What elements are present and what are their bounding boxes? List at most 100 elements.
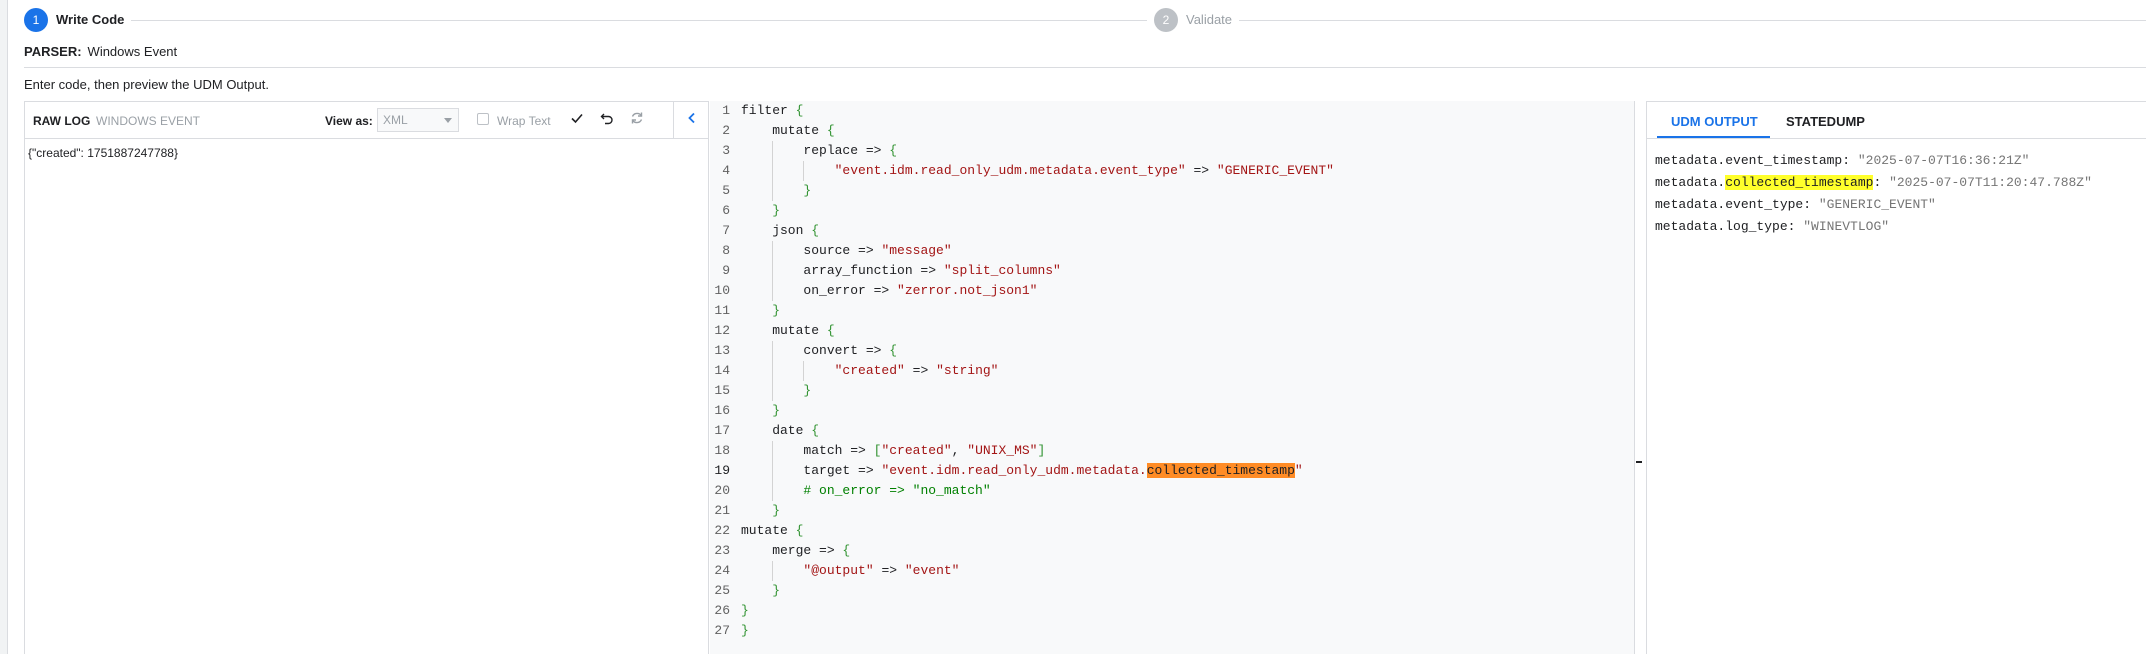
view-as-select[interactable]: XML	[377, 108, 459, 132]
indent-guide	[803, 161, 805, 181]
indent-guide	[772, 461, 774, 481]
line-number: 15	[714, 383, 730, 398]
code-line[interactable]: 21 }	[710, 501, 1634, 521]
line-number: 7	[722, 223, 730, 238]
code-line[interactable]: 8 source => "message"	[710, 241, 1634, 261]
code-text: "@output" => "event"	[803, 563, 960, 578]
step-2-circle[interactable]: 2	[1154, 8, 1178, 32]
code-line[interactable]: 19 target => "event.idm.read_only_udm.me…	[710, 461, 1634, 481]
code-line[interactable]: 24 "@output" => "event"	[710, 561, 1634, 581]
active-tab-indicator	[1657, 136, 1770, 138]
udm-output-line: metadata.event_timestamp: "2025-07-07T16…	[1655, 153, 2030, 168]
code-line[interactable]: 25 }	[710, 581, 1634, 601]
indent-guide	[772, 481, 774, 501]
line-number: 3	[722, 143, 730, 158]
indent-guide	[803, 361, 805, 381]
line-number: 24	[714, 563, 730, 578]
code-line[interactable]: 4 "event.idm.read_only_udm.metadata.even…	[710, 161, 1634, 181]
code-line[interactable]: 3 replace => {	[710, 141, 1634, 161]
code-line[interactable]: 11 }	[710, 301, 1634, 321]
code-text: }	[803, 383, 812, 398]
wrap-text-label[interactable]: Wrap Text	[497, 114, 551, 128]
line-number: 20	[714, 483, 730, 498]
output-value: "GENERIC_EVENT"	[1818, 197, 1936, 212]
code-line[interactable]: 10 on_error => "zerror.not_json1"	[710, 281, 1634, 301]
indent-guide	[772, 561, 774, 581]
raw-log-content[interactable]: {"created": 1751887247788}	[28, 146, 178, 160]
code-line[interactable]: 1 filter {	[710, 101, 1634, 121]
view-as-label: View as:	[325, 114, 373, 128]
indent-guide	[772, 241, 774, 261]
line-number: 23	[714, 543, 730, 558]
line-number: 21	[714, 503, 730, 518]
wrap-text-checkbox[interactable]	[477, 113, 489, 125]
code-line[interactable]: 7 json {	[710, 221, 1634, 241]
code-line[interactable]: 5 }	[710, 181, 1634, 201]
line-number: 14	[714, 363, 730, 378]
line-number: 17	[714, 423, 730, 438]
line-number: 26	[714, 603, 730, 618]
code-line[interactable]: 2 mutate {	[710, 121, 1634, 141]
code-line[interactable]: 16 }	[710, 401, 1634, 421]
code-text: filter {	[741, 103, 804, 118]
minimap-cursor-marker	[1636, 461, 1642, 463]
tab-udm-output[interactable]: UDM OUTPUT	[1671, 114, 1758, 129]
tab-windows-event[interactable]: WINDOWS EVENT	[96, 114, 200, 128]
check-icon[interactable]	[568, 111, 586, 129]
code-text: match => ["created", "UNIX_MS"]	[741, 443, 1046, 458]
code-text: replace => {	[741, 143, 898, 158]
output-value: "2025-07-07T16:36:21Z"	[1857, 153, 2030, 168]
code-line[interactable]: 26}	[710, 601, 1634, 621]
line-number: 8	[722, 243, 730, 258]
toolbar-divider	[673, 102, 674, 138]
undo-icon[interactable]	[598, 111, 616, 129]
code-line[interactable]: 15 }	[710, 381, 1634, 401]
udm-output-line: metadata.collected_timestamp: "2025-07-0…	[1655, 175, 2092, 190]
output-value: "2025-07-07T11:20:47.788Z"	[1889, 175, 2092, 190]
line-number: 11	[714, 303, 730, 318]
code-text: on_error => "zerror.not_json1"	[741, 283, 1038, 298]
code-line[interactable]: 14 "created" => "string"	[710, 361, 1634, 381]
indent-guide	[772, 181, 774, 201]
code-text: mutate {	[741, 123, 835, 138]
collapse-left-icon[interactable]	[683, 111, 701, 129]
code-text: }	[772, 583, 781, 598]
code-line[interactable]: 12 mutate {	[710, 321, 1634, 341]
indent-guide	[772, 161, 774, 181]
code-line[interactable]: 20 # on_error => "no_match"	[710, 481, 1634, 501]
code-text: }	[741, 603, 749, 618]
code-text: json {	[741, 223, 820, 238]
code-line[interactable]: 9 array_function => "split_columns"	[710, 261, 1634, 281]
step-1-label[interactable]: Write Code	[56, 12, 125, 27]
tab-divider	[1647, 138, 2146, 139]
instruction-text: Enter code, then preview the UDM Output.	[24, 77, 269, 92]
line-number: 1	[722, 103, 730, 118]
code-text: array_function => "split_columns"	[741, 263, 1061, 278]
code-text: }	[741, 623, 749, 638]
code-line[interactable]: 23 merge => {	[710, 541, 1634, 561]
line-number: 2	[722, 123, 730, 138]
output-key: metadata.event_timestamp	[1655, 153, 1843, 168]
line-number: 12	[714, 323, 730, 338]
step-2-label[interactable]: Validate	[1186, 12, 1233, 27]
tab-raw-log[interactable]: RAW LOG	[33, 114, 91, 128]
step-1-circle[interactable]: 1	[24, 8, 48, 32]
code-line[interactable]: 6 }	[710, 201, 1634, 221]
code-line[interactable]: 13 convert => {	[710, 341, 1634, 361]
view-as-value: XML	[383, 113, 408, 127]
indent-guide	[772, 441, 774, 461]
line-number: 13	[714, 343, 730, 358]
code-line[interactable]: 17 date {	[710, 421, 1634, 441]
code-text: }	[772, 403, 781, 418]
parser-value: Windows Event	[87, 44, 178, 59]
line-number: 4	[722, 163, 730, 178]
udm-output-line: metadata.log_type: "WINEVTLOG"	[1655, 219, 1890, 234]
code-text: convert => {	[741, 343, 898, 358]
code-line[interactable]: 27}	[710, 621, 1634, 641]
code-line[interactable]: 18 match => ["created", "UNIX_MS"]	[710, 441, 1634, 461]
code-text: }	[772, 303, 781, 318]
tab-statedump[interactable]: STATEDUMP	[1786, 114, 1865, 129]
refresh-icon[interactable]	[628, 111, 646, 129]
